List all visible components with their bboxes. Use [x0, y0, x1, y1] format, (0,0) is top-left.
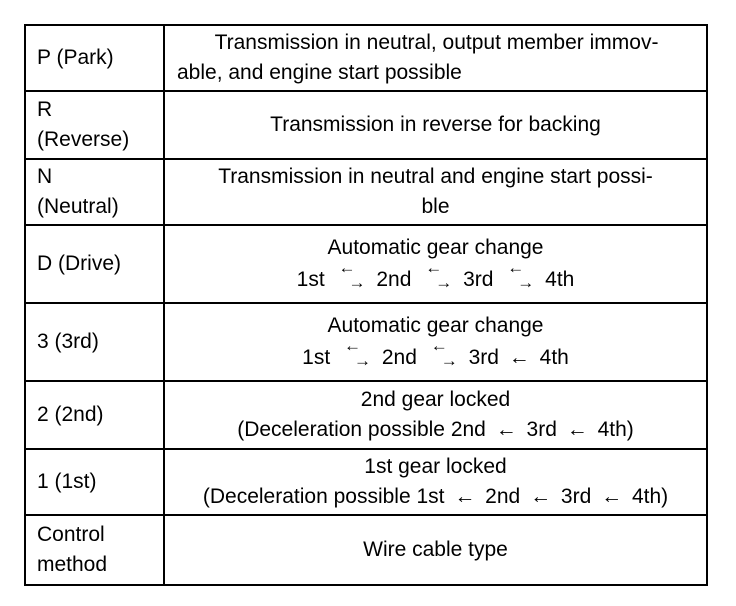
shift-position-grid: P (Park) Transmission in neutral, output… [24, 24, 708, 586]
row-description-reverse: Transmission in reverse for backing [163, 90, 708, 160]
gear-label: 3rd [468, 345, 499, 369]
gear-label: 3rd [560, 485, 592, 508]
deceleration-text: (Deceleration possible 1st [202, 485, 445, 508]
table-row-first: 1 (1st) 1st gear locked (Deceleration po… [24, 448, 708, 516]
right-arrow-icon: → [354, 351, 372, 371]
shift-position-table: P (Park) Transmission in neutral, output… [24, 24, 708, 586]
gear-label: 3rd [463, 267, 494, 291]
table-row-third: 3 (3rd) Automatic gear change 1st ← → 2n… [24, 302, 708, 382]
row-description-neutral: Transmission in neutral and engine start… [163, 158, 708, 226]
gear-sequence: 1st ← → 2nd ← → 3rd ← → 4th [175, 259, 696, 295]
gear-label: 4th) [631, 485, 669, 508]
left-arrow-icon: ← [454, 485, 476, 508]
row-description-second: 2nd gear locked (Deceleration possible 2… [163, 380, 708, 450]
table-row-drive: D (Drive) Automatic gear change 1st ← → … [24, 224, 708, 304]
row-label-park: P (Park) [24, 24, 165, 92]
gear-label: 1st [296, 267, 325, 291]
left-arrow-icon: ← [495, 418, 517, 441]
description-title: Automatic gear change [327, 235, 544, 259]
bidirectional-arrow-icon: ← → [333, 259, 369, 295]
label-line: (Neutral) [37, 195, 119, 218]
left-arrow-icon: ← [601, 485, 623, 508]
description-line: ble [421, 195, 450, 218]
description-title: 2nd gear locked [360, 387, 511, 411]
left-arrow-icon: ← [425, 258, 443, 278]
left-arrow-icon: ← [530, 485, 552, 508]
gear-label: 2nd [485, 485, 521, 508]
bidirectional-arrow-icon: ← → [338, 337, 374, 373]
row-description-drive: Automatic gear change 1st ← → 2nd ← → 3r… [163, 224, 708, 304]
gear-label: 4th [539, 345, 569, 369]
deceleration-sequence: (Deceleration possible 1st ← 2nd ← 3rd ←… [175, 482, 696, 512]
gear-label: 1st [302, 345, 331, 369]
label-line: Control [37, 522, 105, 546]
left-arrow-icon: ← [566, 418, 588, 441]
left-arrow-icon: ← [430, 336, 448, 356]
gear-sequence: 1st ← → 2nd ← → 3rd ← 4th [175, 337, 696, 373]
gear-label: 4th) [597, 418, 634, 441]
table-row-reverse: R (Reverse) Transmission in reverse for … [24, 90, 708, 160]
row-label-first: 1 (1st) [24, 448, 165, 516]
gear-label: 4th [545, 267, 575, 291]
right-arrow-icon: → [517, 273, 535, 293]
right-arrow-icon: → [435, 273, 453, 293]
left-arrow-icon: ← [508, 345, 530, 369]
description-line: Transmission in neutral and engine start… [218, 164, 653, 188]
right-arrow-icon: → [440, 351, 458, 371]
row-label-drive: D (Drive) [24, 224, 165, 304]
left-arrow-icon: ← [338, 258, 356, 278]
row-label-reverse: R (Reverse) [24, 90, 165, 160]
row-description-third: Automatic gear change 1st ← → 2nd ← → 3r… [163, 302, 708, 382]
gear-label: 2nd [381, 345, 417, 369]
label-line: (Reverse) [37, 128, 130, 151]
row-description-first: 1st gear locked (Deceleration possible 1… [163, 448, 708, 516]
table-row-park: P (Park) Transmission in neutral, output… [24, 24, 708, 92]
bidirectional-arrow-icon: ← → [425, 337, 461, 373]
label-line: N [37, 164, 53, 188]
deceleration-sequence: (Deceleration possible 2nd ← 3rd ← 4th) [175, 415, 696, 445]
bidirectional-arrow-icon: ← → [419, 259, 455, 295]
table-row-neutral: N (Neutral) Transmission in neutral and … [24, 158, 708, 226]
gear-label: 2nd [376, 267, 412, 291]
description-title: 1st gear locked [364, 454, 507, 478]
bidirectional-arrow-icon: ← → [501, 259, 537, 295]
row-label-control-method: Control method [24, 514, 165, 586]
row-label-third: 3 (3rd) [24, 302, 165, 382]
left-arrow-icon: ← [507, 258, 525, 278]
deceleration-text: (Deceleration possible 2nd [237, 418, 486, 441]
table-row-second: 2 (2nd) 2nd gear locked (Deceleration po… [24, 380, 708, 450]
label-line: R [37, 97, 53, 121]
row-label-neutral: N (Neutral) [24, 158, 165, 226]
left-arrow-icon: ← [344, 336, 362, 356]
row-description-control-method: Wire cable type [163, 514, 708, 586]
description-line: Transmission in neutral, output member i… [214, 30, 659, 54]
gear-label: 3rd [526, 418, 557, 441]
row-description-park: Transmission in neutral, output member i… [163, 24, 708, 92]
label-line: method [37, 553, 108, 576]
table-row-control-method: Control method Wire cable type [24, 514, 708, 586]
right-arrow-icon: → [348, 273, 366, 293]
row-label-second: 2 (2nd) [24, 380, 165, 450]
description-line: able, and engine start possible [177, 61, 462, 84]
description-title: Automatic gear change [327, 313, 544, 337]
